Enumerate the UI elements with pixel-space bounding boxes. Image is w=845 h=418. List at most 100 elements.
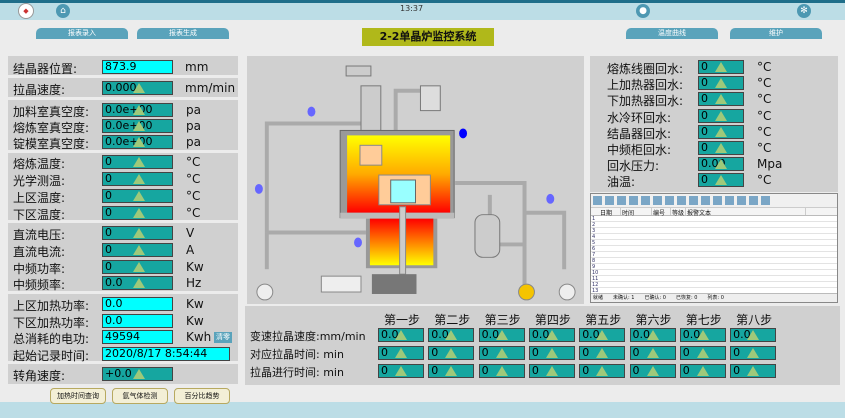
tab-maintenance[interactable]: 维护 xyxy=(730,28,822,39)
gas-detection-button[interactable]: 氩气体检测 xyxy=(112,388,168,404)
value-text: 0.0 xyxy=(682,328,701,341)
warning-icon xyxy=(715,143,727,153)
unit-label: °C xyxy=(757,108,772,123)
warning-icon xyxy=(133,174,145,184)
table-row[interactable]: 3 xyxy=(591,228,837,234)
value-text: 0 xyxy=(632,346,640,359)
table-row[interactable]: 4 xyxy=(591,234,837,240)
table-row[interactable]: 8 xyxy=(591,258,837,264)
table-row[interactable]: 11 xyxy=(591,276,837,282)
warning-icon xyxy=(133,262,145,272)
field-label: 直流电压: xyxy=(13,228,66,242)
field-value: 0 xyxy=(698,76,744,91)
percentage-trend-button[interactable]: 百分比趋势 xyxy=(174,388,230,404)
value-text: 2020/8/17 8:54:44 xyxy=(105,347,208,360)
unit-label: pa xyxy=(186,119,201,133)
value-text: 0.0 xyxy=(431,328,449,341)
step-value: 0 xyxy=(378,346,424,360)
warning-icon xyxy=(133,137,145,147)
warning-icon xyxy=(646,348,659,358)
column-header[interactable]: 编号 xyxy=(652,208,671,217)
status-text: 未确认: 1 xyxy=(613,295,635,301)
table-row[interactable]: 2 xyxy=(591,222,837,228)
warning-icon xyxy=(715,78,727,89)
warning-icon xyxy=(747,348,760,358)
value-text: 0 xyxy=(481,364,489,377)
field-label: 熔炼线圈回水: xyxy=(607,62,684,76)
value-text: 0 xyxy=(105,226,112,239)
clear-button[interactable]: 清零 xyxy=(214,332,232,343)
section-divider xyxy=(8,361,238,364)
table-row[interactable]: 10 xyxy=(591,270,837,276)
table-row[interactable]: 9 xyxy=(591,264,837,270)
alarm-toolbar[interactable] xyxy=(591,194,837,208)
warning-icon xyxy=(545,366,558,376)
field-label: 加料室真空度: xyxy=(13,105,90,119)
field-value: 0 xyxy=(698,141,744,155)
table-row[interactable]: 12 xyxy=(591,282,837,288)
step-value: 0 xyxy=(378,364,424,378)
warning-icon xyxy=(495,366,508,376)
warning-icon xyxy=(445,330,458,340)
warning-icon xyxy=(747,330,760,340)
value-text: 873.9 xyxy=(105,60,137,73)
column-header[interactable]: 日期 xyxy=(591,208,621,217)
field-value: 0.0 xyxy=(102,276,173,290)
field-label: 锭模室真空度: xyxy=(13,137,90,151)
home-icon[interactable]: ⌂ xyxy=(56,4,70,18)
step-value: 0 xyxy=(629,346,676,360)
field-label: 下加热器回水: xyxy=(607,94,684,109)
value-text: 0 xyxy=(701,76,708,90)
table-row[interactable]: 6 xyxy=(591,246,837,252)
table-row[interactable]: 7 xyxy=(591,252,837,258)
step-value: 0 xyxy=(579,346,626,360)
field-label: 下区温度: xyxy=(13,208,66,222)
section-divider xyxy=(8,97,238,100)
field-value: 0.0e+00 xyxy=(102,119,173,133)
step-value: 0.0 xyxy=(428,328,475,342)
value-text: 0 xyxy=(682,364,690,377)
tab-report-entry[interactable]: 报表录入 xyxy=(36,28,128,39)
unit-label: °C xyxy=(186,172,201,186)
heating-time-query-button[interactable]: 加热时间查询 xyxy=(50,388,106,404)
field-label: 上区温度: xyxy=(13,191,66,205)
bottom-bar xyxy=(0,402,845,418)
tab-report-generate[interactable]: 报表生成 xyxy=(137,28,229,39)
field-label: 中频柜回水: xyxy=(607,143,672,157)
step-value: 0 xyxy=(428,346,475,360)
value-text: 0 xyxy=(431,364,439,377)
field-value: 0 xyxy=(102,206,173,220)
field-value: 0 xyxy=(102,172,173,186)
field-value[interactable]: 873.9 xyxy=(102,60,173,74)
user-icon[interactable]: ● xyxy=(636,4,650,18)
warning-icon xyxy=(715,94,727,105)
field-value[interactable]: 0.0 xyxy=(102,314,173,328)
column-header[interactable]: 时间 xyxy=(621,208,652,217)
field-value: 0 xyxy=(102,189,173,203)
step-header: 第四步 xyxy=(534,313,571,327)
step-value: 0 xyxy=(679,346,726,360)
table-row[interactable]: 5 xyxy=(591,240,837,246)
tab-temperature-curve[interactable]: 温度曲线 xyxy=(626,28,718,39)
step-row-label: 拉晶进行时间: min xyxy=(250,366,344,379)
value-text: 0.000 xyxy=(105,81,137,94)
field-value[interactable]: 49594 xyxy=(102,330,173,344)
value-text: 0 xyxy=(431,346,439,359)
unit-label: mm/min xyxy=(185,81,236,95)
unit-label: Kw xyxy=(186,260,204,274)
value-text: 0 xyxy=(733,364,741,377)
column-header[interactable]: 报警文本 xyxy=(686,208,806,217)
field-label: 转角速度: xyxy=(13,369,66,383)
unit-label: mm xyxy=(185,60,209,74)
table-row[interactable]: 1 xyxy=(591,216,837,222)
field-label: 直流电流: xyxy=(13,245,66,259)
field-value: 0.00 xyxy=(698,157,744,172)
field-value[interactable]: 0.0 xyxy=(102,297,173,311)
gear-icon[interactable]: ✻ xyxy=(797,4,811,18)
value-text: 0.0 xyxy=(105,297,123,310)
field-value: 0 xyxy=(698,92,744,107)
field-value[interactable]: 2020/8/17 8:54:44 xyxy=(102,347,230,361)
column-header[interactable]: 等级 xyxy=(672,208,686,217)
warning-icon xyxy=(596,366,609,376)
